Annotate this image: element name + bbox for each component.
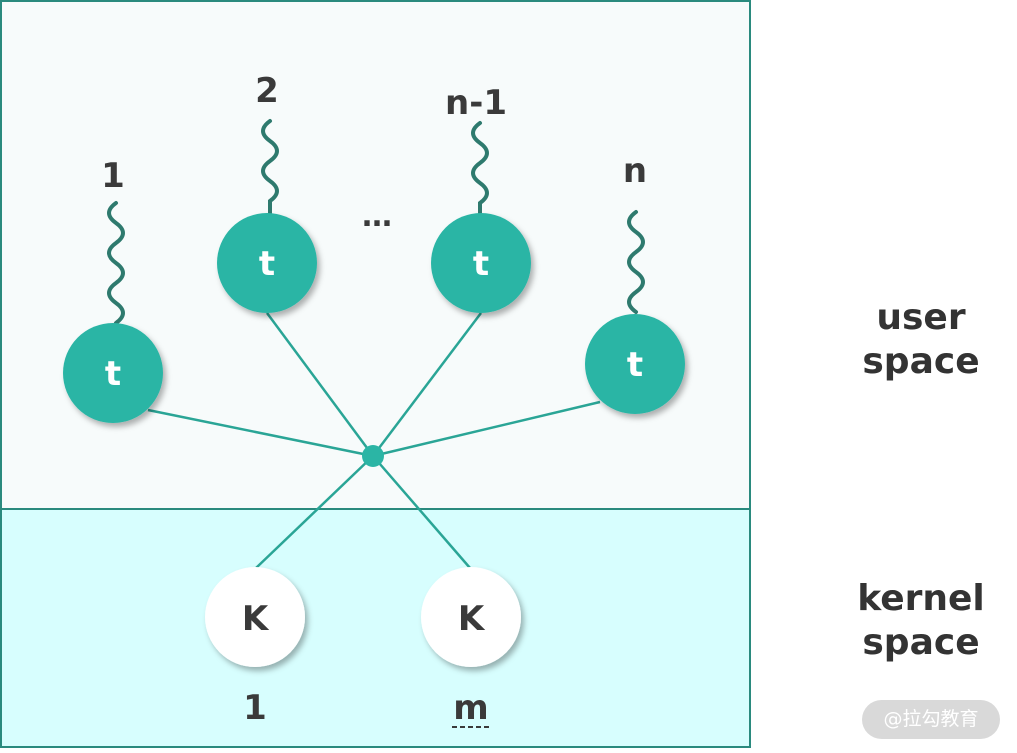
kernel-thread-glyph: K bbox=[458, 599, 486, 639]
kernel-thread-glyph: K bbox=[242, 599, 270, 639]
thread-wave bbox=[471, 121, 489, 215]
mapping-line bbox=[372, 455, 471, 569]
user-thread-glyph: t bbox=[627, 345, 643, 385]
user-thread-circle bbox=[63, 323, 163, 423]
kernel-thread-circle bbox=[421, 567, 521, 667]
kernel-thread: K 1 bbox=[205, 567, 305, 728]
kernel-thread-label: m bbox=[453, 688, 488, 728]
user-thread-label: n-1 bbox=[445, 83, 507, 123]
mapping-line bbox=[147, 408, 374, 458]
user-thread-glyph: t bbox=[473, 244, 489, 284]
kernel-space-region bbox=[0, 508, 751, 748]
user-thread-circle bbox=[431, 213, 531, 313]
thread-wave bbox=[107, 201, 125, 325]
mapping-line bbox=[265, 312, 375, 457]
kernel-thread: K m bbox=[421, 567, 521, 728]
user-space-region bbox=[0, 0, 751, 510]
user-threads: t 1 t 2 t n-1 t n … bbox=[63, 71, 685, 423]
thread-waves bbox=[107, 119, 645, 325]
multiplexer-node bbox=[362, 445, 384, 467]
user-thread-circle bbox=[585, 314, 685, 414]
user-thread: t n-1 bbox=[431, 83, 531, 313]
mapping-line bbox=[255, 455, 374, 569]
watermark: @拉勾教育 bbox=[862, 700, 1000, 739]
user-thread-label: n bbox=[623, 151, 647, 191]
kernel-thread-circle bbox=[205, 567, 305, 667]
mapping-lines bbox=[147, 312, 601, 569]
user-thread: t 2 bbox=[217, 71, 317, 313]
mapping-line bbox=[372, 400, 601, 458]
user-thread-label: 1 bbox=[101, 156, 125, 196]
kernel-thread-label: 1 bbox=[243, 688, 267, 728]
user-thread-glyph: t bbox=[105, 354, 121, 394]
mapping-line bbox=[372, 312, 482, 457]
thread-wave bbox=[261, 119, 279, 215]
user-thread-circle bbox=[217, 213, 317, 313]
user-thread: t n bbox=[585, 151, 685, 414]
user-thread-label: 2 bbox=[255, 71, 279, 111]
ellipsis-label: … bbox=[362, 199, 392, 234]
kernel-threads: K 1 K m bbox=[205, 567, 521, 728]
user-thread-glyph: t bbox=[259, 244, 275, 284]
user-thread: t 1 bbox=[63, 156, 163, 423]
thread-wave bbox=[627, 210, 645, 314]
